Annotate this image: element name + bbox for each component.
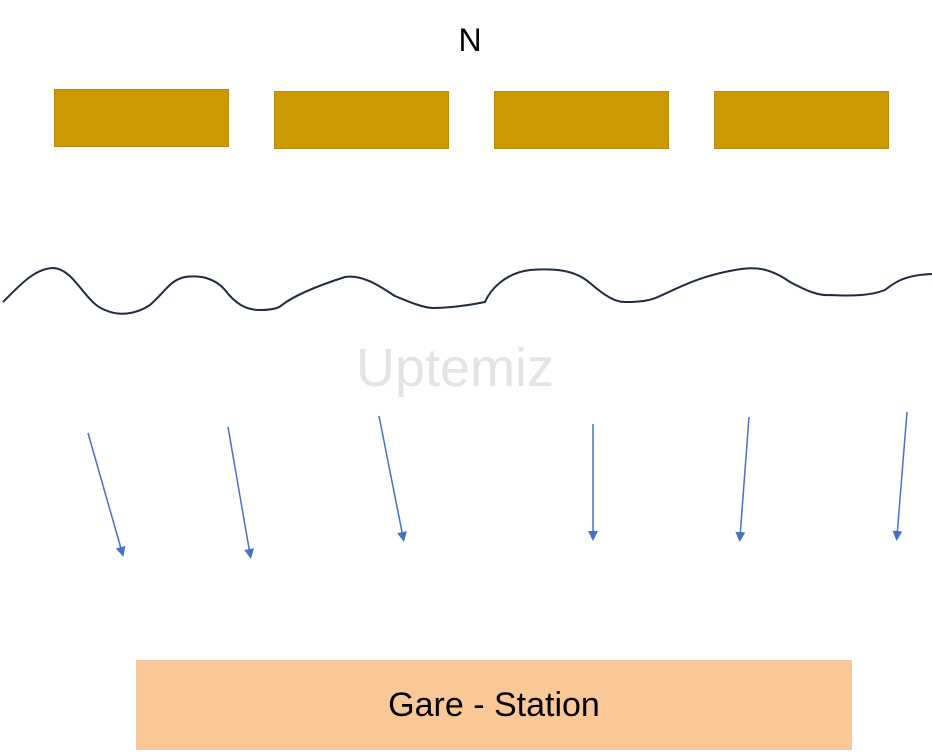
building-block <box>494 91 669 149</box>
station-box: Gare - Station <box>136 660 852 750</box>
flow-arrow <box>87 432 126 557</box>
flow-arrow <box>735 416 750 542</box>
watermark: Uptemiz <box>356 338 555 398</box>
building-block <box>54 89 229 147</box>
north-label: N <box>458 22 482 58</box>
terrain-line <box>2 266 932 315</box>
flow-arrow <box>892 411 908 541</box>
building-block <box>714 91 889 149</box>
flow-arrow <box>378 415 407 542</box>
flow-arrow <box>227 426 255 559</box>
building-block <box>274 91 449 149</box>
station-label: Gare - Station <box>388 685 600 724</box>
